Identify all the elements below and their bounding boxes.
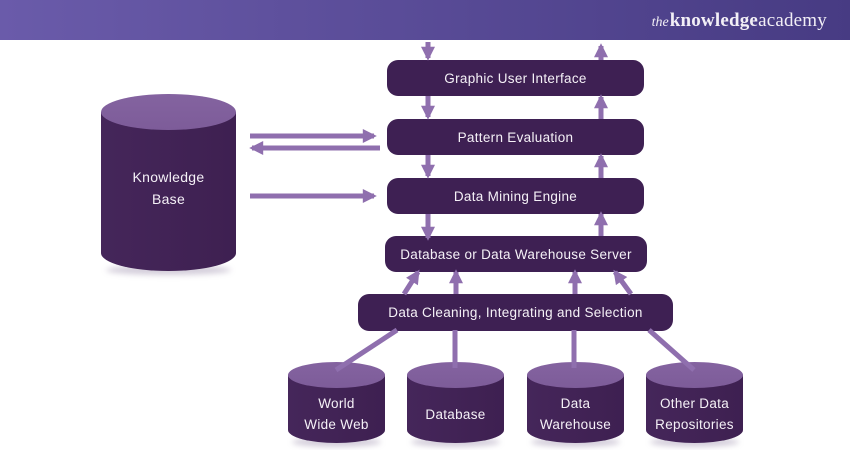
source-world-wide-web-cylinder: World Wide Web (288, 362, 385, 447)
arrow-up-cleaning-to-server-4 (612, 269, 634, 296)
box-data-cleaning-integrating-selection: Data Cleaning, Integrating and Selection (358, 294, 673, 331)
cylinder-top (101, 94, 236, 130)
source-label: Data Warehouse (539, 396, 612, 432)
source-label: Database (425, 406, 486, 422)
cylinder-top (288, 362, 385, 388)
box-pattern-evaluation: Pattern Evaluation (387, 119, 644, 155)
logo-the: the (651, 14, 669, 30)
source-label: World Wide Web (304, 396, 369, 432)
box-graphic-user-interface: Graphic User Interface (387, 60, 644, 96)
source-database-cylinder: Database (407, 362, 504, 447)
source-label: Other Data Repositories (655, 396, 734, 432)
knowledge-base-cylinder: Knowledge Base (101, 94, 236, 275)
box-database-or-data-warehouse-server: Database or Data Warehouse Server (385, 236, 647, 272)
logo-academy: academy (758, 9, 827, 31)
logo-knowledge: knowledge (669, 9, 759, 31)
box-data-mining-engine: Data Mining Engine (387, 178, 644, 214)
knowledge-base-label: Knowledge Base (132, 169, 205, 208)
source-other-data-repositories-cylinder: Other Data Repositories (646, 362, 743, 447)
cylinder-top (527, 362, 624, 388)
source-data-warehouse-cylinder: Data Warehouse (527, 362, 624, 447)
knowledge-academy-logo: theknowledgeacademy (652, 11, 827, 30)
arrow-up-cleaning-to-server-1 (401, 269, 421, 296)
header-bar: theknowledgeacademy (0, 0, 850, 40)
cylinder-body (101, 112, 236, 271)
cylinder-top (646, 362, 743, 388)
cylinder-top (407, 362, 504, 388)
